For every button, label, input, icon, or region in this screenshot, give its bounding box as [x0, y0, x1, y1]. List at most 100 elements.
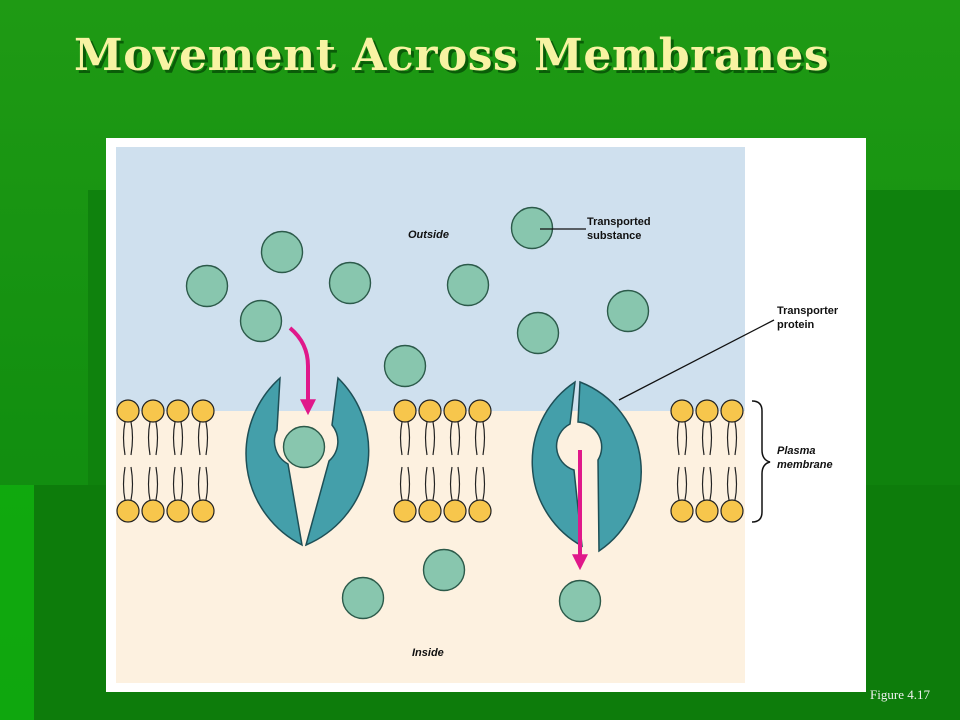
- slide-title: Movement Across Membranes: [74, 30, 830, 81]
- transporter-protein-right-half: [304, 376, 370, 547]
- lipid-tail: [407, 421, 411, 456]
- lipid-head: [393, 399, 417, 423]
- molecule: [282, 425, 326, 469]
- phospholipid: [443, 399, 467, 523]
- membrane-bracket: [751, 400, 771, 523]
- transporter-protein-label-line2: protein: [777, 319, 815, 331]
- molecule: [510, 206, 554, 250]
- lipid-head: [191, 399, 215, 423]
- lipid-tail: [155, 421, 159, 456]
- molecule: [558, 579, 602, 623]
- lipid-tail: [449, 466, 453, 501]
- lipid-tail: [709, 421, 713, 456]
- lipid-tail: [684, 466, 688, 501]
- lipid-tail: [432, 466, 436, 501]
- molecule: [422, 548, 466, 592]
- lipid-head: [191, 499, 215, 523]
- phospholipid: [393, 399, 417, 523]
- lipid-head: [393, 499, 417, 523]
- lipid-tail: [172, 466, 176, 501]
- molecule: [185, 264, 229, 308]
- molecule: [516, 311, 560, 355]
- lipid-tail: [709, 466, 713, 501]
- lipid-tail: [197, 421, 201, 456]
- lipid-tail: [482, 421, 486, 456]
- lipid-head: [468, 399, 492, 423]
- lipid-head: [116, 499, 140, 523]
- lipid-head: [418, 499, 442, 523]
- lipid-tail: [432, 421, 436, 456]
- lipid-tail: [684, 421, 688, 456]
- molecule: [606, 289, 650, 333]
- lipid-head: [720, 499, 744, 523]
- lipid-head: [695, 499, 719, 523]
- lipid-tail: [676, 421, 680, 456]
- lipid-head: [443, 499, 467, 523]
- lipid-tail: [180, 466, 184, 501]
- phospholipid: [720, 399, 744, 523]
- transporter-proteins: [245, 376, 642, 553]
- lipid-head: [695, 399, 719, 423]
- inside-region: [116, 411, 745, 683]
- lipid-tail: [457, 466, 461, 501]
- transporter-protein-label-line1: Transporter: [777, 305, 839, 317]
- plasma-membrane-label-line2: membrane: [777, 459, 833, 471]
- lipid-tail: [180, 421, 184, 456]
- phospholipid: [191, 399, 215, 523]
- lipid-tail: [449, 421, 453, 456]
- lipid-tail: [130, 466, 134, 501]
- lipid-head: [670, 399, 694, 423]
- membrane-transport-figure: Outside Inside Transported substance Tra…: [106, 138, 866, 692]
- lipid-tail: [205, 466, 209, 501]
- lipid-head: [141, 499, 165, 523]
- lipid-tail: [147, 466, 151, 501]
- phospholipid: [166, 399, 190, 523]
- lipid-tail: [197, 466, 201, 501]
- entry-arrow: [288, 326, 316, 416]
- lipid-tail: [399, 466, 403, 501]
- molecule: [260, 230, 304, 274]
- lipid-head: [418, 399, 442, 423]
- molecule: [328, 261, 372, 305]
- phospholipid: [468, 399, 492, 523]
- lipid-head: [166, 499, 190, 523]
- lipid-tail: [130, 421, 134, 456]
- lipid-head: [720, 399, 744, 423]
- lipid-head: [116, 399, 140, 423]
- lipid-tail: [457, 421, 461, 456]
- lipid-tail: [474, 421, 478, 456]
- lipid-tail: [734, 421, 738, 456]
- phospholipid: [116, 399, 140, 523]
- phospholipid: [695, 399, 719, 523]
- lipid-tail: [205, 421, 209, 456]
- lipid-tail: [676, 466, 680, 501]
- phospholipid-bilayer: [116, 399, 744, 523]
- lipid-tail: [122, 421, 126, 456]
- lipid-tail: [482, 466, 486, 501]
- lipid-tail: [147, 421, 151, 456]
- transporter-leader-line: [618, 319, 775, 401]
- lipid-tail: [407, 466, 411, 501]
- lipid-head: [468, 499, 492, 523]
- lipid-tail: [122, 466, 126, 501]
- lipid-tail: [701, 466, 705, 501]
- lipid-head: [670, 499, 694, 523]
- transported-substance-label-line2: substance: [587, 230, 641, 242]
- transported-molecules: [185, 206, 650, 623]
- lipid-tail: [726, 466, 730, 501]
- molecule: [446, 263, 490, 307]
- phospholipid: [418, 399, 442, 523]
- lipid-tail: [172, 421, 176, 456]
- lipid-head: [443, 399, 467, 423]
- lipid-head: [141, 399, 165, 423]
- lipid-tail: [155, 466, 159, 501]
- lipid-tail: [474, 466, 478, 501]
- transport-diagram: Outside Inside Transported substance Tra…: [116, 147, 839, 683]
- transporter-protein-left-half: [245, 376, 303, 547]
- lipid-tail: [424, 466, 428, 501]
- plasma-membrane-label-line1: Plasma: [777, 445, 816, 457]
- lipid-tail: [734, 466, 738, 501]
- figure-caption: Figure 4.17: [870, 687, 930, 702]
- phospholipid: [670, 399, 694, 523]
- lipid-tail: [701, 421, 705, 456]
